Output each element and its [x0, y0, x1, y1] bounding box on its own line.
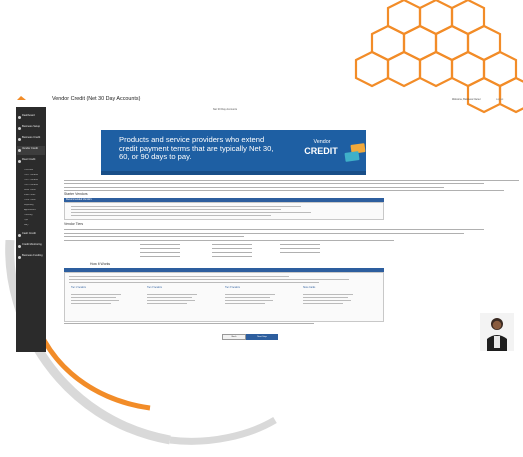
column-header: Store Cards [303, 287, 316, 289]
page-title: Vendor Credit (Net 30 Day Accounts) [52, 96, 141, 102]
sidebar-item-business-credit[interactable]: Business Credit [17, 135, 45, 144]
sidebar-item-credit-monitoring[interactable]: Credit Monitoring [17, 242, 45, 251]
sidebar-subitem[interactable]: Tips [24, 219, 29, 221]
sidebar-subitem[interactable]: Tier 1 Vendors [24, 174, 39, 176]
sidebar-item-business-funding[interactable]: Business Funding [17, 253, 45, 262]
brand-logo-icon[interactable] [17, 96, 26, 101]
back-button[interactable]: Back [222, 334, 246, 340]
section-heading-starter: Starter Vendors [64, 192, 88, 196]
hexagon-pattern-decoration [354, 0, 523, 114]
sidebar-subitem[interactable]: FAQ [24, 224, 29, 226]
sidebar-subitem[interactable]: Cash Cards [24, 199, 36, 201]
sidebar-subitem[interactable]: Tracking [24, 214, 33, 216]
section-heading-how: How It Works [90, 262, 111, 266]
vendor-credit-banner: Products and service providers who exten… [101, 130, 366, 175]
bullet-icon [18, 234, 21, 237]
banner-badge-big: CREDIT [304, 146, 338, 156]
banner-badge-small: Vendor [313, 139, 331, 145]
banner-headline: Products and service providers who exten… [119, 135, 274, 162]
sidebar-item-business-setup[interactable]: Business Setup [17, 124, 45, 133]
section-bar-how [64, 268, 384, 272]
how-it-works-box: Tier 1 Vendors Tier 2 Vendors Tier 3 Ven… [64, 272, 384, 322]
bullet-icon [18, 256, 21, 259]
vendor-list-box [64, 202, 384, 220]
sidebar-item-dashboard[interactable]: Dashboard [17, 113, 45, 122]
sidebar-subitem[interactable]: Reporting [24, 204, 34, 206]
sidebar-item-label: Cash Credit [22, 232, 36, 235]
sidebar-item-label: Business Funding [22, 254, 43, 257]
bullet-icon [18, 116, 21, 119]
section-bar-label: Recommended Vendors [66, 198, 92, 201]
banner-stripe [101, 171, 366, 175]
presenter-avatar [480, 313, 514, 351]
sidebar-subitem[interactable]: Store Cards [24, 189, 36, 191]
column-header: Tier 1 Vendors [71, 287, 86, 289]
sidebar-item-label: Business Credit [22, 136, 41, 139]
sidebar-subitem[interactable]: Tier 3 Vendors [24, 184, 39, 186]
sidebar-item-fleet-credit[interactable]: Fleet Credit [17, 157, 45, 166]
sidebar-item-cash-credit[interactable]: Cash Credit [17, 231, 45, 240]
sidebar-subitem[interactable]: Tier 2 Vendors [24, 179, 39, 181]
page-subtitle: Net 30 Day Accounts [212, 108, 238, 111]
logout-link[interactable]: Logout [496, 98, 504, 101]
sidebar-item-vendor-credit[interactable]: Vendor Credit [17, 146, 45, 155]
section-bar-recommended: Recommended Vendors [64, 198, 384, 202]
next-step-button[interactable]: Next Step [246, 334, 278, 340]
sidebar-subitem[interactable]: Applications [24, 209, 36, 211]
bullet-icon [18, 160, 21, 163]
sidebar: Dashboard Business Setup Business Credit… [16, 107, 46, 352]
section-heading-tiers: Vendor Tiers [64, 222, 84, 226]
sidebar-item-label: Credit Monitoring [22, 243, 42, 246]
bullet-icon [18, 127, 21, 130]
sidebar-subitem[interactable]: Overview [24, 169, 34, 171]
column-header: Tier 3 Vendors [225, 287, 240, 289]
sidebar-item-label: Vendor Credit [22, 147, 38, 150]
bullet-icon [18, 149, 21, 152]
column-header: Tier 2 Vendors [147, 287, 162, 289]
bullet-icon [18, 245, 21, 248]
sidebar-item-label: Fleet Credit [22, 158, 36, 161]
sidebar-subitem[interactable]: Fleet Cards [24, 194, 36, 196]
credit-card-icon [344, 151, 360, 162]
sidebar-item-label: Business Setup [22, 125, 41, 128]
bullet-icon [18, 138, 21, 141]
sidebar-item-label: Dashboard [22, 114, 35, 117]
welcome-link[interactable]: Welcome, Business Owner [452, 98, 481, 101]
